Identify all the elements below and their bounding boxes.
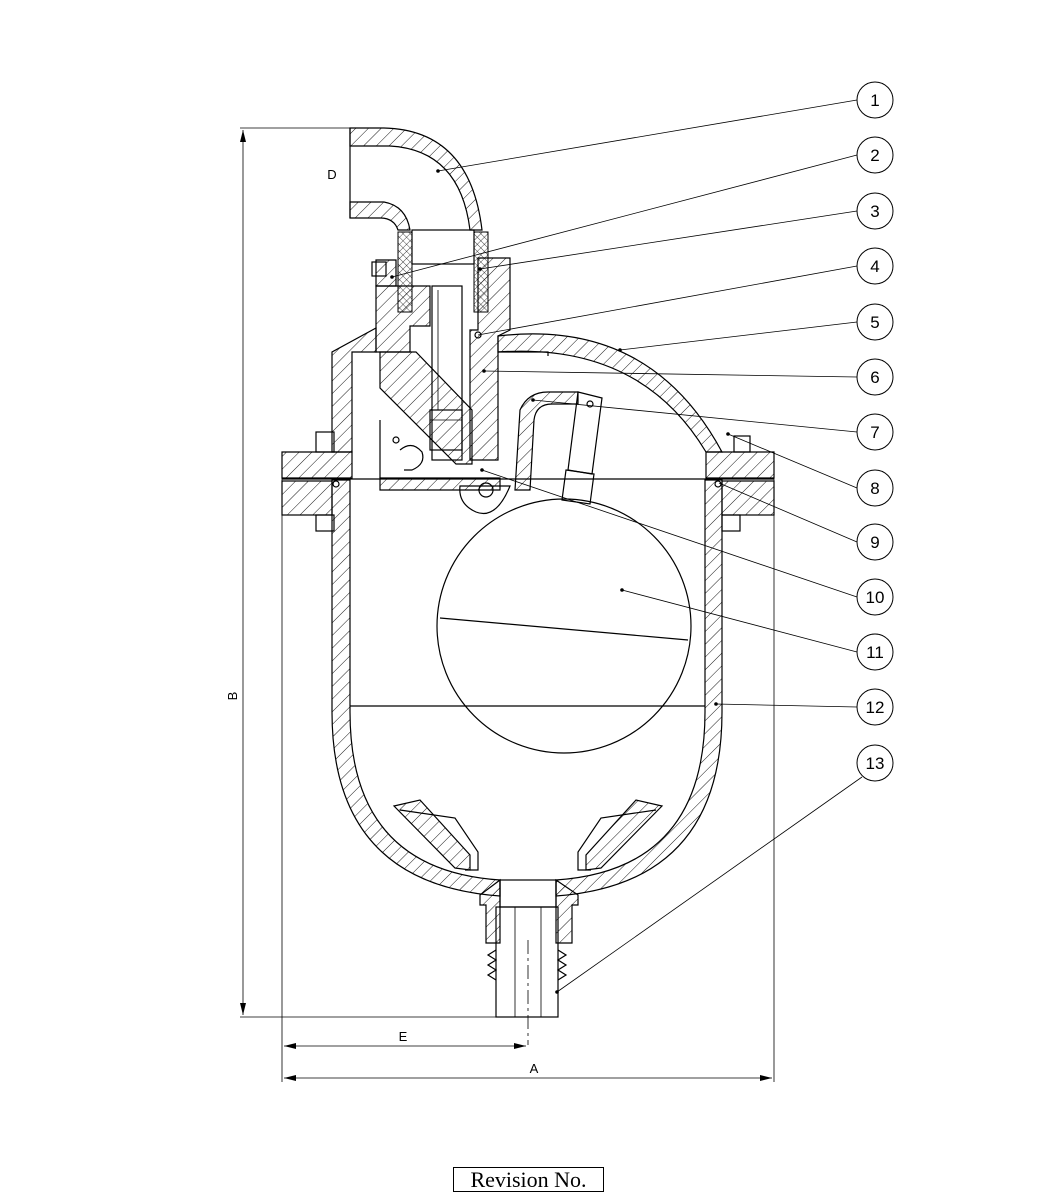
dimension-e — [284, 1043, 526, 1049]
callout-13: 13 — [856, 744, 894, 782]
svg-text:12: 12 — [866, 698, 885, 717]
svg-text:2: 2 — [870, 146, 879, 165]
callout-3: 3 — [856, 192, 894, 230]
dimension-b — [240, 127, 496, 1018]
callout-9: 9 — [856, 523, 894, 561]
callout-12: 12 — [856, 688, 894, 726]
svg-text:5: 5 — [870, 313, 879, 332]
dimension-a — [281, 452, 775, 1082]
dimension-e-label: E — [399, 1029, 408, 1044]
lever-linkage — [392, 391, 603, 514]
cover-left-housing — [331, 259, 473, 478]
inlet-nipple — [479, 878, 579, 1045]
callout-4: 4 — [856, 247, 894, 285]
svg-text:3: 3 — [870, 202, 879, 221]
callout-8: 8 — [856, 469, 894, 507]
svg-text:4: 4 — [870, 257, 879, 276]
cover-flange — [281, 431, 775, 491]
cover-dome — [497, 333, 724, 453]
svg-text:7: 7 — [870, 423, 879, 442]
callout-1: 1 — [856, 81, 894, 119]
svg-text:1: 1 — [870, 91, 879, 110]
callout-10: 10 — [856, 578, 894, 616]
svg-text:10: 10 — [866, 588, 885, 607]
dimension-b-label: B — [225, 692, 240, 701]
revision-label: Revision No. — [470, 1167, 587, 1192]
callout-5: 5 — [856, 303, 894, 341]
callout-11: 11 — [856, 633, 894, 671]
dimension-d-label: D — [327, 167, 336, 182]
dimension-a-label: A — [530, 1061, 539, 1076]
callout-6: 6 — [856, 358, 894, 396]
callout-2: 2 — [856, 136, 894, 174]
body-shell — [331, 479, 723, 897]
packing-rings — [371, 229, 489, 313]
seals — [332, 331, 722, 488]
outlet-elbow — [349, 127, 483, 231]
revision-box: Revision No. — [453, 1167, 604, 1192]
leader-lines — [390, 99, 863, 994]
float-guides — [392, 799, 664, 871]
body-flange — [281, 480, 775, 532]
svg-text:11: 11 — [866, 643, 884, 662]
svg-text:13: 13 — [866, 754, 885, 773]
svg-text:8: 8 — [870, 479, 879, 498]
float-ball — [436, 498, 692, 754]
svg-text:9: 9 — [870, 533, 879, 552]
callout-7: 7 — [856, 413, 894, 451]
svg-text:6: 6 — [870, 368, 879, 387]
orifice-stem — [429, 285, 463, 461]
